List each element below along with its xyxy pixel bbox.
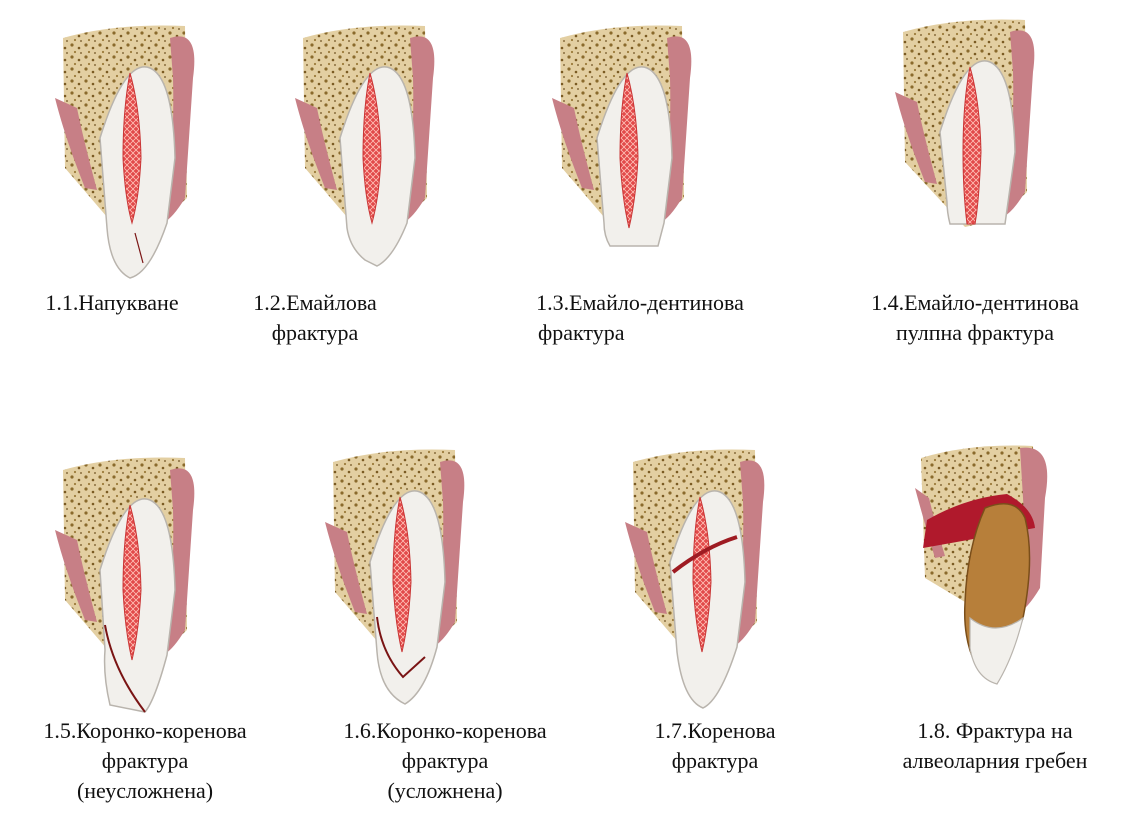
caption-line: алвеоларния гребен bbox=[870, 746, 1120, 776]
caption-line: (неусложнена) bbox=[10, 776, 280, 806]
caption-line: фрактура bbox=[620, 746, 810, 776]
figure-caption: 1.5.Коронко-коренова фрактура (неусложне… bbox=[10, 716, 280, 806]
figure-1-2: 1.2.Емайлова фрактура bbox=[240, 0, 500, 400]
caption-line: пулпна фрактура bbox=[830, 318, 1120, 348]
figure-1-1: 1.1.Напукване bbox=[0, 0, 280, 400]
caption-line: 1.8. Фрактура на bbox=[870, 716, 1120, 746]
caption-line: 1.3.Емайло-дентинова bbox=[500, 288, 780, 318]
tooth-crown-root-fracture-complicated-illustration bbox=[325, 442, 475, 712]
figure-caption: 1.8. Фрактура на алвеоларния гребен bbox=[870, 716, 1120, 776]
caption-line: (усложнена) bbox=[305, 776, 585, 806]
caption-line: фрактура bbox=[10, 746, 280, 776]
alveolar-ridge-fracture-illustration bbox=[915, 438, 1060, 698]
tooth-enamel-fracture-illustration bbox=[295, 18, 445, 273]
tooth-root-fracture-illustration bbox=[625, 442, 775, 714]
figure-1-6: 1.6.Коронко-коренова фрактура (усложнена… bbox=[295, 420, 595, 828]
caption-line: 1.6.Коронко-коренова bbox=[305, 716, 585, 746]
figure-caption: 1.3.Емайло-дентинова фрактура bbox=[500, 288, 780, 348]
figure-caption: 1.1.Напукване bbox=[12, 288, 212, 318]
caption-line: 1.4.Емайло-дентинова bbox=[830, 288, 1120, 318]
figure-caption: 1.7.Коренова фрактура bbox=[620, 716, 810, 776]
caption-line: 1.2.Емайлова bbox=[240, 288, 390, 318]
caption-line: фрактура bbox=[500, 318, 780, 348]
caption-line: фрактура bbox=[305, 746, 585, 776]
caption-line: фрактура bbox=[240, 318, 390, 348]
tooth-pulp-fracture-illustration bbox=[895, 12, 1045, 227]
tooth-enamel-dentin-fracture-illustration bbox=[552, 18, 702, 253]
figure-caption: 1.4.Емайло-дентинова пулпна фрактура bbox=[830, 288, 1120, 348]
tooth-crack-illustration bbox=[55, 18, 205, 283]
caption-line: 1.5.Коронко-коренова bbox=[10, 716, 280, 746]
figure-1-5: 1.5.Коронко-коренова фрактура (неусложне… bbox=[0, 420, 290, 828]
figure-1-4: 1.4.Емайло-дентинова пулпна фрактура bbox=[830, 0, 1120, 400]
figure-caption: 1.6.Коронко-коренова фрактура (усложнена… bbox=[305, 716, 585, 806]
figure-1-3: 1.3.Емайло-дентинова фрактура bbox=[490, 0, 790, 400]
tooth-crown-root-fracture-uncomplicated-illustration bbox=[55, 450, 205, 720]
caption-line: 1.1.Напукване bbox=[12, 288, 212, 318]
caption-line: 1.7.Коренова bbox=[620, 716, 810, 746]
figure-caption: 1.2.Емайлова фрактура bbox=[240, 288, 390, 348]
figure-1-8: 1.8. Фрактура на алвеоларния гребен bbox=[860, 420, 1126, 828]
figure-1-7: 1.7.Коренова фрактура bbox=[600, 420, 830, 828]
